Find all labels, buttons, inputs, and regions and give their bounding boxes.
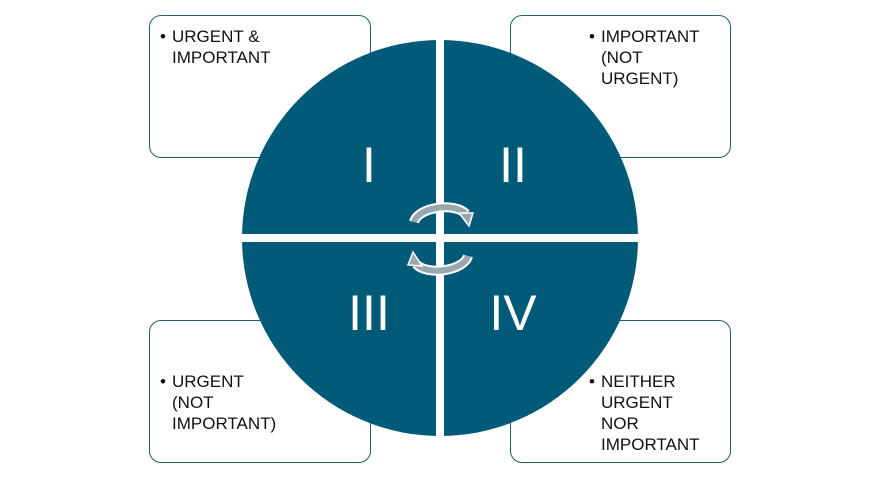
quadrant-circle: [242, 40, 638, 436]
quadrant-1-numeral: I: [362, 137, 376, 193]
bullet: •: [160, 27, 166, 46]
quadrant-3-wedge: [242, 242, 436, 436]
bullet: •: [589, 27, 595, 46]
circular-arrows-icon: [406, 202, 475, 276]
quadrant-3-numeral: III: [348, 285, 390, 341]
bullet: •: [160, 372, 166, 391]
bullet: •: [589, 372, 595, 391]
quadrant-4-numeral: IV: [489, 285, 537, 341]
quadrant-2-label: IMPORTANT (NOT URGENT): [601, 27, 700, 88]
quadrant-4-wedge: [444, 242, 638, 436]
quadrant-4-label: NEITHER URGENT NOR IMPORTANT: [601, 372, 700, 454]
quadrant-1-wedge: [242, 40, 436, 234]
quadrant-3-label: URGENT (NOT IMPORTANT): [172, 372, 277, 433]
quadrant-2-numeral: II: [499, 137, 527, 193]
quadrant-1-label: URGENT & IMPORTANT: [172, 27, 271, 67]
quadrant-2-wedge: [444, 40, 638, 234]
